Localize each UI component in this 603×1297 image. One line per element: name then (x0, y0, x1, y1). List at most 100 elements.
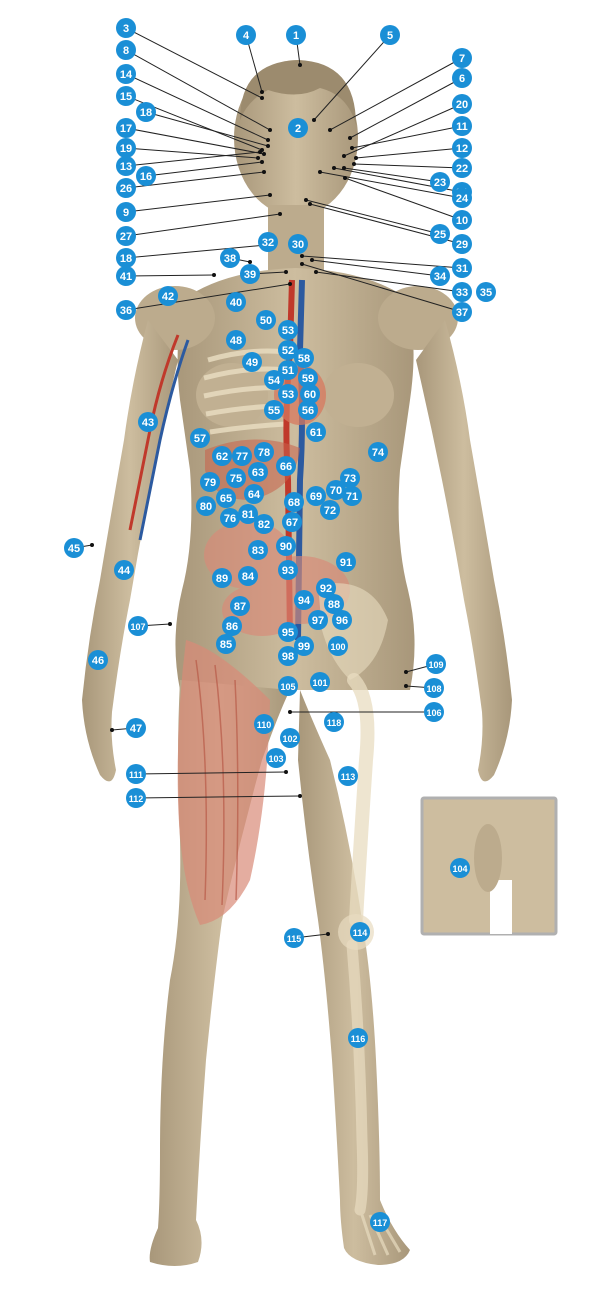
marker-number: 86 (226, 621, 238, 633)
marker-45: 45 (64, 538, 84, 558)
marker-number: 95 (282, 627, 294, 639)
marker-circle (370, 1212, 390, 1232)
marker-44: 44 (114, 560, 134, 580)
leader-dot-41 (212, 273, 216, 277)
marker-circle (338, 766, 358, 786)
marker-number: 47 (130, 723, 142, 735)
marker-number: 41 (120, 271, 132, 283)
marker-25: 25 (430, 224, 450, 244)
marker-69: 69 (306, 486, 326, 506)
marker-113: 113 (338, 766, 358, 786)
leader-dot-3 (260, 96, 264, 100)
leader-dot-38 (248, 260, 252, 264)
marker-circle (306, 486, 326, 506)
leader-dot-6 (348, 136, 352, 140)
marker-circle (476, 282, 496, 302)
marker-number: 79 (204, 477, 216, 489)
marker-number: 35 (480, 287, 492, 299)
marker-107: 107 (128, 616, 148, 636)
marker-circle (238, 566, 258, 586)
leader-dot-29 (308, 202, 312, 206)
leader-line-112 (135, 795, 301, 799)
marker-13: 13 (116, 156, 136, 176)
leader-line-18 (145, 111, 269, 147)
marker-number: 6 (459, 73, 465, 85)
marker-number: 12 (456, 143, 468, 155)
marker-circle (380, 25, 400, 45)
leader-line-34 (311, 259, 441, 277)
marker-circle (266, 748, 286, 768)
marker-8: 8 (116, 40, 136, 60)
marker-number: 115 (287, 934, 302, 944)
leader-dot-14 (266, 138, 270, 142)
marker-53: 53 (278, 384, 298, 404)
marker-number: 20 (456, 99, 468, 111)
marker-number: 66 (280, 461, 292, 473)
marker-94: 94 (294, 590, 314, 610)
marker-16: 16 (136, 166, 156, 186)
marker-31: 31 (452, 258, 472, 278)
marker-82: 82 (254, 514, 274, 534)
marker-14: 14 (116, 64, 136, 84)
marker-78: 78 (254, 442, 274, 462)
marker-67: 67 (282, 512, 302, 532)
marker-number: 34 (434, 271, 447, 283)
marker-circle (284, 928, 304, 948)
marker-circle (116, 248, 136, 268)
marker-number: 1 (293, 30, 299, 42)
marker-circle (220, 508, 240, 528)
leader-dot-112 (298, 794, 302, 798)
marker-number: 65 (220, 493, 232, 505)
inset-detail (420, 796, 558, 936)
marker-circle (216, 634, 236, 654)
marker-63: 63 (248, 462, 268, 482)
marker-number: 43 (142, 417, 154, 429)
marker-circle (116, 18, 136, 38)
marker-circle (116, 40, 136, 60)
marker-85: 85 (216, 634, 236, 654)
marker-42: 42 (158, 286, 178, 306)
leader-lines (73, 27, 463, 939)
marker-number: 22 (456, 163, 468, 175)
tibia (346, 939, 369, 1216)
marker-75: 75 (226, 468, 246, 488)
marker-circle (158, 286, 178, 306)
leader-dot-31 (300, 254, 304, 258)
marker-circle (116, 266, 136, 286)
marker-118: 118 (324, 712, 344, 732)
marker-54: 54 (264, 370, 284, 390)
marker-37: 37 (452, 302, 472, 322)
leader-line-27 (125, 213, 281, 237)
marker-circle (430, 266, 450, 286)
marker-97: 97 (308, 610, 328, 630)
marker-number: 82 (258, 519, 270, 531)
marker-number: 91 (340, 557, 352, 569)
marker-112: 112 (126, 788, 146, 808)
leader-line-14 (125, 73, 269, 141)
marker-number: 87 (234, 601, 246, 613)
marker-number: 113 (341, 772, 356, 782)
marker-number: 118 (327, 718, 342, 728)
marker-circle (278, 320, 298, 340)
marker-circle (300, 384, 320, 404)
marker-circle (244, 484, 264, 504)
marker-number: 62 (216, 451, 228, 463)
marker-18: 18 (116, 248, 136, 268)
marker-56: 56 (298, 400, 318, 420)
marker-number: 78 (258, 447, 270, 459)
marker-number: 9 (123, 207, 129, 219)
marker-circle (88, 650, 108, 670)
marker-number: 116 (351, 1034, 366, 1044)
marker-circle (126, 788, 146, 808)
marker-circle (254, 514, 274, 534)
marker-circle (326, 480, 346, 500)
marker-circle (288, 234, 308, 254)
marker-circle (116, 156, 136, 176)
marker-48: 48 (226, 330, 246, 350)
marker-circle (254, 442, 274, 462)
marker-number: 102 (282, 734, 297, 744)
marker-2: 2 (288, 118, 308, 138)
marker-number: 83 (252, 545, 264, 557)
marker-72: 72 (320, 500, 340, 520)
marker-circle (136, 166, 156, 186)
